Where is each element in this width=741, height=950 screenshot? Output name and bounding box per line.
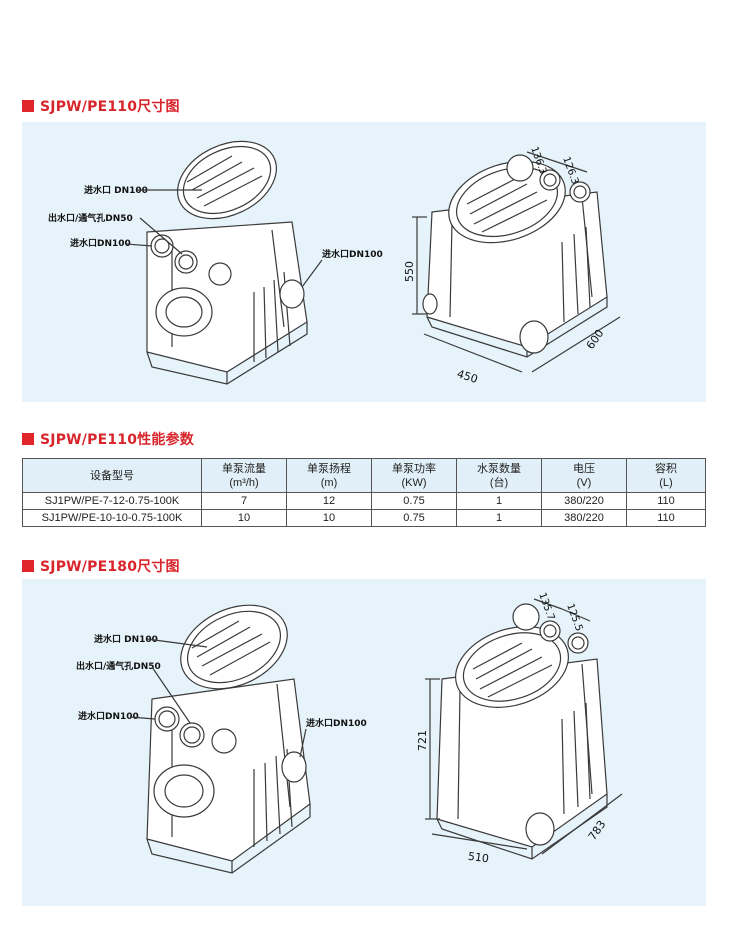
dim-height: 721	[416, 730, 429, 751]
section-title-pe180-dimensions: SJPW/PE180尺寸图	[22, 557, 180, 575]
dim-width: 510	[467, 850, 490, 866]
table-header-row: 设备型号 单泵流量(m³/h) 单泵扬程(m) 单泵功率(KW) 水泵数量(台)…	[22, 458, 706, 493]
cell-flow: 7	[201, 492, 287, 510]
dim-height: 550	[403, 261, 416, 282]
label-inlet-right: 进水口DN100	[322, 248, 383, 260]
section-marker	[22, 433, 34, 445]
dim-depth: 783	[586, 818, 609, 843]
dim-depth: 600	[584, 327, 607, 352]
section-marker	[22, 100, 34, 112]
section-marker	[22, 560, 34, 572]
cell-volume: 110	[626, 492, 706, 510]
section-title-pe110-dimensions: SJPW/PE110尺寸图	[22, 97, 180, 115]
cell-model: SJ1PW/PE-10-10-0.75-100K	[22, 509, 202, 527]
pe110-drawing-panel: 进水口 DN100 出水口/通气孔DN50 进水口DN100 进水口DN100	[22, 122, 706, 402]
header-flow: 单泵流量(m³/h)	[201, 458, 287, 493]
cell-head: 10	[286, 509, 372, 527]
performance-table: 设备型号 单泵流量(m³/h) 单泵扬程(m) 单泵功率(KW) 水泵数量(台)…	[22, 458, 706, 527]
label-inlet-left: 进水口DN100	[70, 237, 131, 249]
header-power: 单泵功率(KW)	[371, 458, 457, 493]
section-title-text: SJPW/PE110性能参数	[40, 432, 194, 448]
dim-width: 450	[455, 367, 479, 386]
pe180-drawing: 进水口 DN100 出水口/通气孔DN50 进水口DN100 进水口DN100	[76, 591, 623, 874]
cell-pump-count: 1	[456, 492, 542, 510]
cell-voltage: 380/220	[541, 492, 627, 510]
section-title-pe110-performance: SJPW/PE110性能参数	[22, 430, 194, 448]
table-row: SJ1PW/PE-10-10-0.75-100K 10 10 0.75 1 38…	[22, 509, 706, 527]
section-title-text: SJPW/PE180尺寸图	[40, 559, 180, 575]
label-outlet-vent: 出水口/通气孔DN50	[48, 212, 133, 224]
pe110-drawing: 进水口 DN100 出水口/通气孔DN50 进水口DN100 进水口DN100	[48, 140, 621, 386]
section-title-text: SJPW/PE110尺寸图	[40, 99, 180, 115]
cell-head: 12	[286, 492, 372, 510]
pe110-iso-view-left: 进水口 DN100 出水口/通气孔DN50 进水口DN100 进水口DN100	[48, 140, 383, 385]
cell-volume: 110	[626, 509, 706, 527]
cell-power: 0.75	[371, 509, 457, 527]
header-volume: 容积(L)	[626, 458, 706, 493]
pe180-iso-view-right: 721 510 783 135.7 125.5	[416, 591, 623, 866]
label-inlet-right: 进水口DN100	[306, 717, 367, 729]
label-inlet-top: 进水口 DN100	[94, 633, 158, 645]
cell-flow: 10	[201, 509, 287, 527]
label-inlet-left: 进水口DN100	[78, 710, 139, 722]
label-outlet-vent: 出水口/通气孔DN50	[76, 660, 161, 672]
label-inlet-top: 进水口 DN100	[84, 184, 148, 196]
header-voltage: 电压(V)	[541, 458, 627, 493]
pe180-drawing-panel: 进水口 DN100 出水口/通气孔DN50 进水口DN100 进水口DN100	[22, 579, 706, 906]
header-head: 单泵扬程(m)	[286, 458, 372, 493]
cell-pump-count: 1	[456, 509, 542, 527]
pe110-iso-view-right: 550 450 600 136.3 126.3	[403, 145, 621, 386]
pe180-iso-view-left: 进水口 DN100 出水口/通气孔DN50 进水口DN100 进水口DN100	[76, 604, 367, 874]
cell-voltage: 380/220	[541, 509, 627, 527]
header-model: 设备型号	[22, 458, 202, 493]
table-row: SJ1PW/PE-7-12-0.75-100K 7 12 0.75 1 380/…	[22, 492, 706, 510]
cell-model: SJ1PW/PE-7-12-0.75-100K	[22, 492, 202, 510]
header-pump-count: 水泵数量(台)	[456, 458, 542, 493]
cell-power: 0.75	[371, 492, 457, 510]
